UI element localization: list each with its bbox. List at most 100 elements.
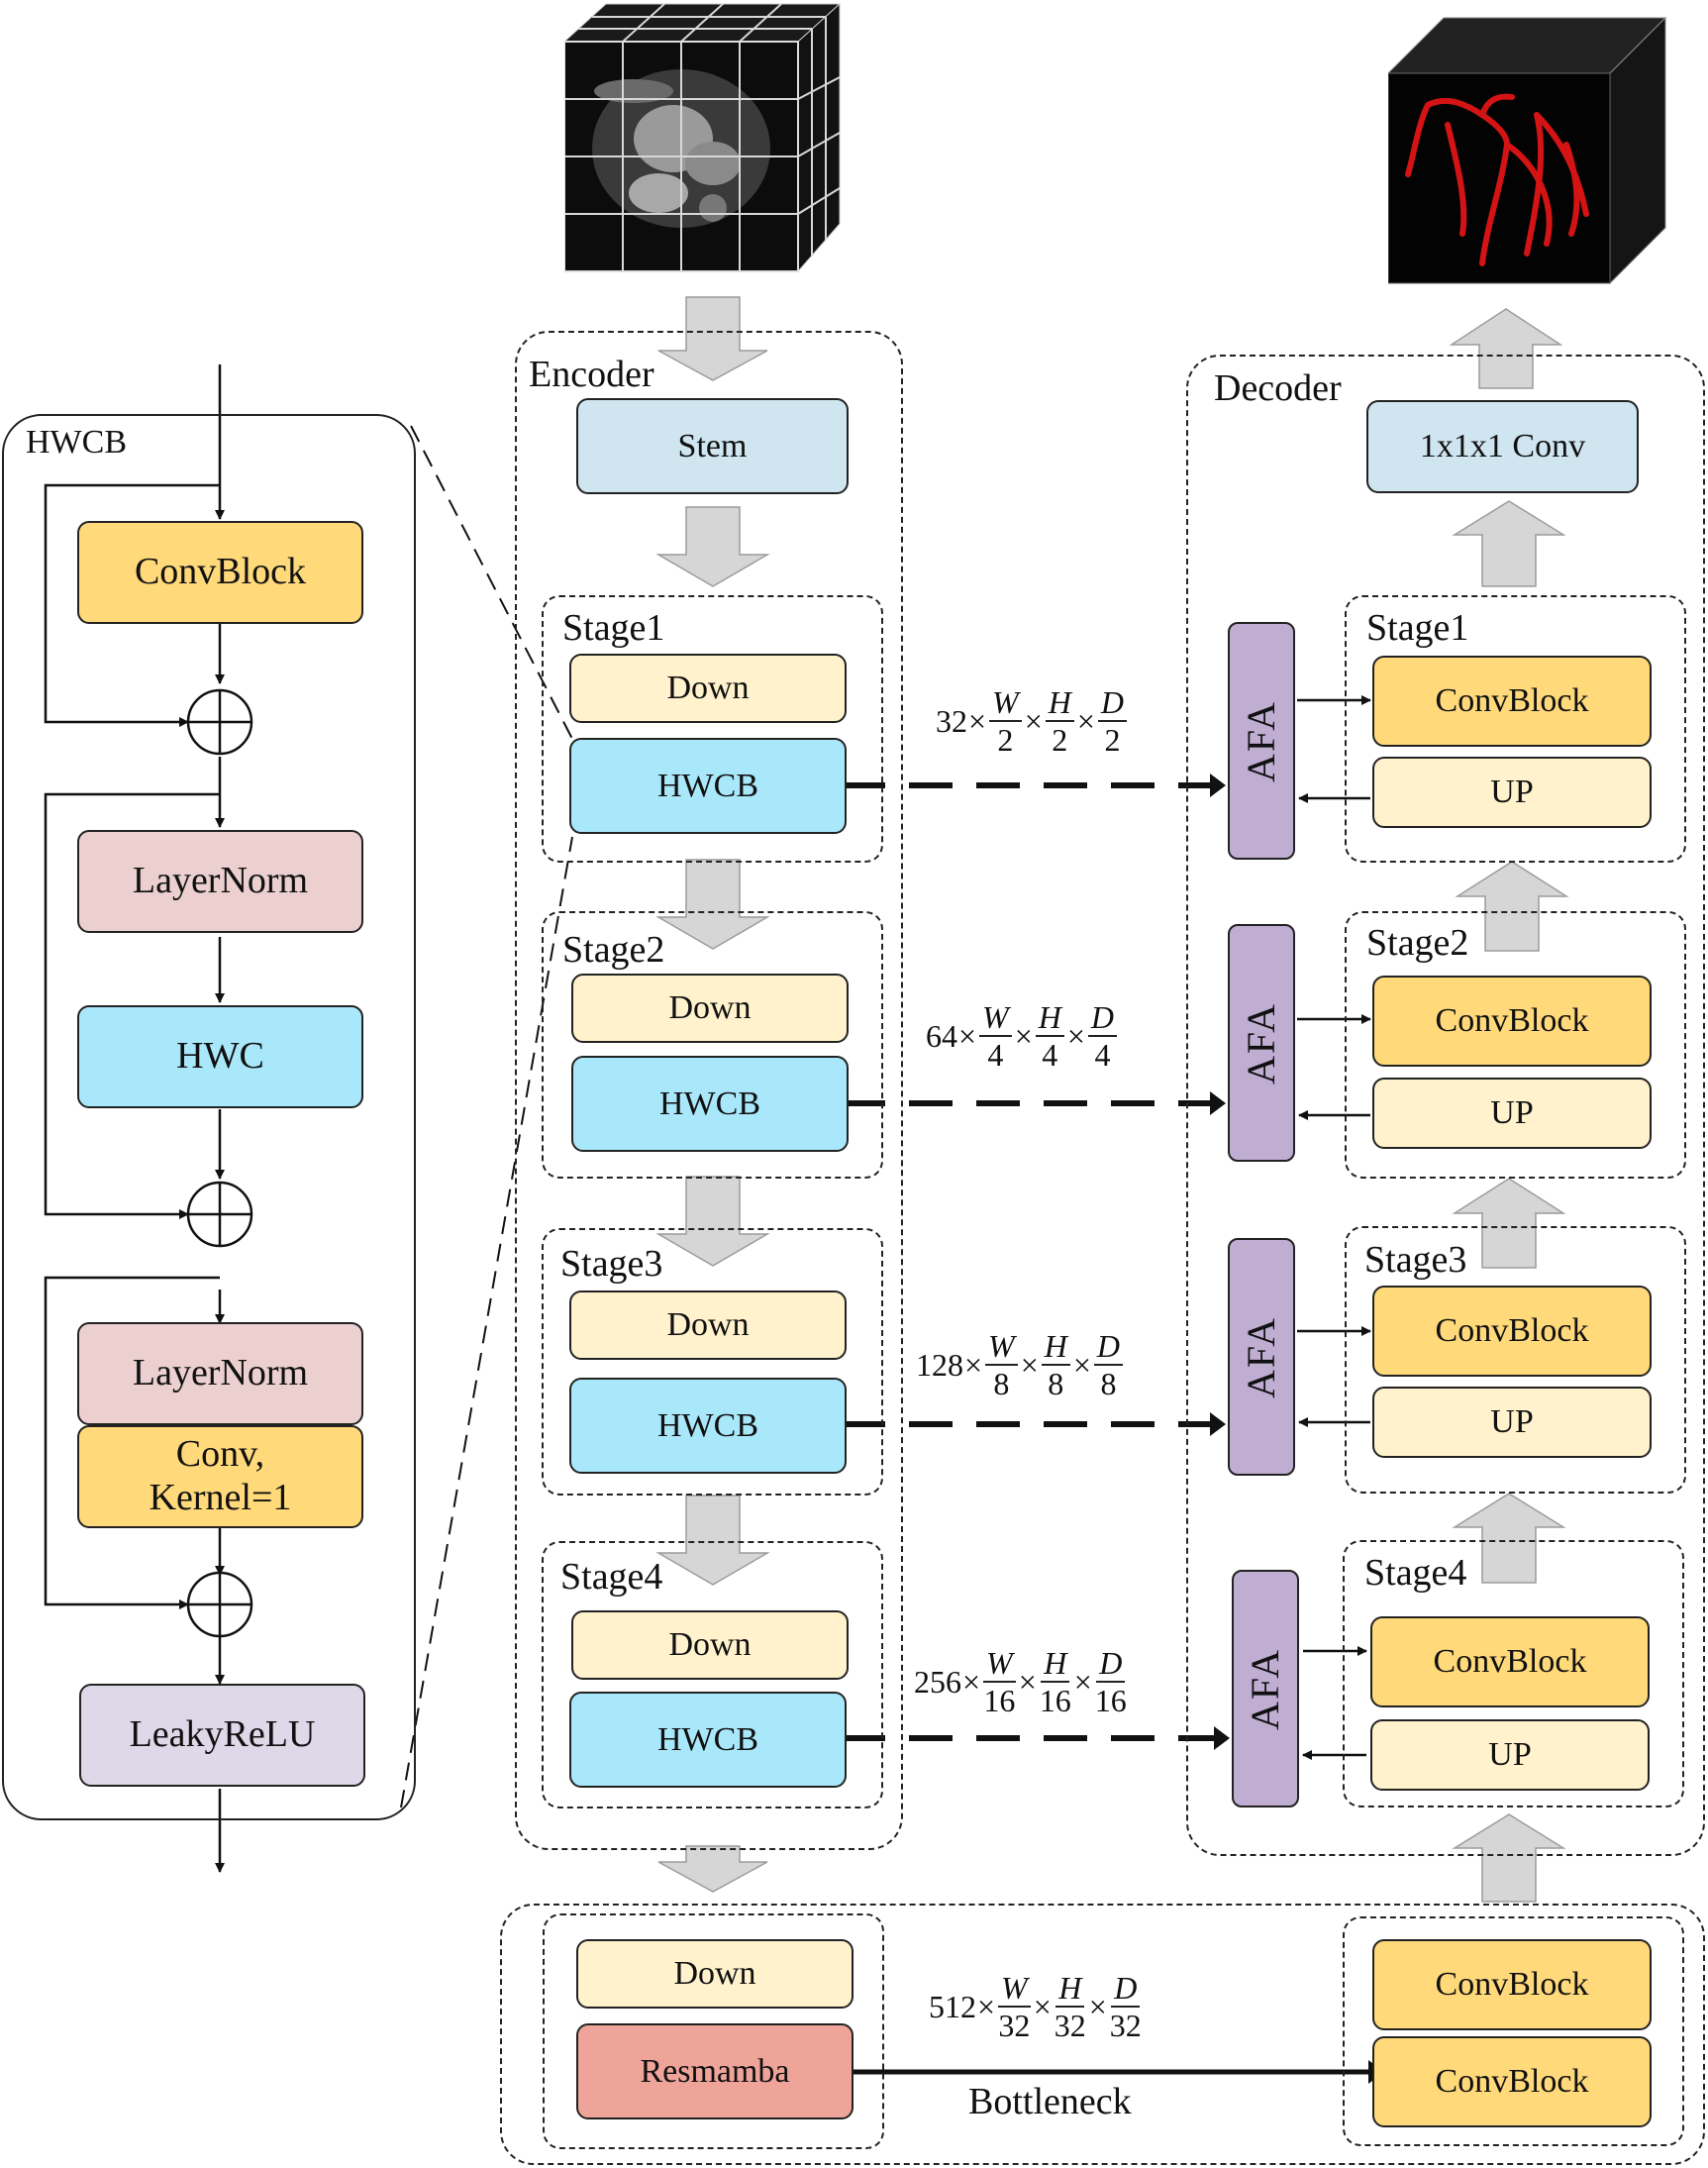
encoder-stage4-hwcb: HWCB [569,1692,847,1788]
hwcb-panel [2,414,416,1820]
encoder-stem: Stem [576,398,849,494]
afa-label: AFA [1239,1315,1284,1398]
dim-w: W [979,999,1012,1038]
grid-lines [564,3,841,271]
times-sign: × [977,1989,996,2025]
dim-div: 32 [998,2008,1031,2044]
dim-w: W [983,1645,1016,1684]
dim-w: W [998,1970,1031,2009]
encoder-stage4 [542,1541,883,1808]
dim-div: 4 [1042,1037,1058,1074]
skip-arrowheads [1210,774,1230,1750]
dim-div: 2 [1104,722,1121,759]
encoder-stage1 [542,595,883,863]
decoder-stage3-convblock: ConvBlock [1372,1286,1652,1377]
bottleneck-right-group [1343,1916,1684,2146]
encoder-stage2-hwcb: HWCB [571,1056,849,1152]
dim-h: H [1055,1970,1085,2009]
hwcb-panel-title: HWCB [26,424,127,461]
afa-block-2: AFA [1228,924,1295,1162]
encoder-stage3 [542,1228,883,1496]
times-sign: × [968,703,987,740]
dim-div: 4 [1094,1037,1111,1074]
hwcb-flow-lines [44,364,225,1873]
afa-block-3: AFA [1228,1238,1295,1476]
dim-d: D [1096,1645,1126,1684]
times-sign: × [1020,1347,1039,1384]
input-ct-volume-image [564,2,842,273]
dim-div: 4 [987,1037,1004,1074]
times-sign: × [1018,1664,1037,1701]
encoder-stage4-down: Down [571,1610,849,1680]
bottleneck-container [500,1904,1705,2165]
dim-div: 16 [983,1683,1016,1719]
encoder-container [515,331,903,1850]
dim-channels: 128 [916,1347,963,1384]
hwcb-layernorm-1: LayerNorm [77,830,363,933]
dim-d: D [1097,684,1128,723]
times-sign: × [1088,1989,1107,2025]
encoder-stage2-down: Down [571,974,849,1043]
times-sign: × [1076,703,1095,740]
encoder-stage1-hwcb: HWCB [569,738,847,834]
times-sign: × [1014,1018,1033,1055]
dim-w: W [989,684,1022,723]
add-nodes [186,688,253,1638]
dim-h: H [1041,1328,1070,1367]
bottleneck-down: Down [576,1939,854,2009]
afa-label: AFA [1239,1001,1284,1084]
encoder-title: Encoder [529,354,654,395]
dim-div: 8 [993,1366,1010,1402]
decoder-stage4-up: UP [1370,1719,1650,1791]
encoder-stage3-label: Stage3 [560,1243,663,1285]
afa-label: AFA [1243,1647,1288,1730]
encoder-stage3-hwcb: HWCB [569,1378,847,1474]
dim-div: 8 [1048,1366,1064,1402]
bottleneck-convblock-1: ConvBlock [1372,1939,1652,2030]
dim-div: 16 [1094,1683,1127,1719]
skip-connections [842,782,1214,1741]
dim-channels: 64 [926,1018,957,1055]
times-sign: × [1066,1018,1085,1055]
times-sign: × [958,1018,977,1055]
decoder-stage3 [1345,1226,1686,1494]
encoder-stage4-label: Stage4 [560,1556,663,1598]
dim-div: 8 [1100,1366,1117,1402]
decoder-stage1 [1345,595,1686,863]
dim-d: D [1093,1328,1124,1367]
times-sign: × [1024,703,1043,740]
times-sign: × [962,1664,981,1701]
dim-d: D [1087,999,1118,1038]
encoder-stage1-label: Stage1 [562,607,665,649]
dim-h: H [1041,1645,1070,1684]
decoder-stage4-label: Stage4 [1364,1552,1467,1594]
times-sign: × [1033,1989,1052,2025]
decoder-stage1-up: UP [1372,757,1652,828]
decoder-stage4 [1343,1540,1684,1807]
times-sign: × [964,1347,983,1384]
dim-div: 2 [1052,722,1068,759]
decoder-title: Decoder [1214,367,1342,409]
dim-channels: 256 [914,1664,961,1701]
encoder-stage3-down: Down [569,1290,847,1360]
bottleneck-convblock-2: ConvBlock [1372,2036,1652,2127]
afa-block-1: AFA [1228,622,1295,860]
hwcb-convblock: ConvBlock [77,521,363,624]
dim-div: 2 [997,722,1014,759]
afa-block-4: AFA [1232,1570,1299,1807]
times-sign: × [1072,1347,1091,1384]
bottleneck-label: Bottleneck [968,2081,1132,2122]
times-sign: × [1073,1664,1092,1701]
dim-channels: 32 [936,703,967,740]
hwcb-hwc: HWC [77,1005,363,1108]
dim-channels: 512 [929,1989,976,2025]
vessel-tree [1405,93,1589,266]
bottleneck-resmamba: Resmamba [576,2023,854,2119]
decoder-stage3-label: Stage3 [1364,1239,1467,1281]
